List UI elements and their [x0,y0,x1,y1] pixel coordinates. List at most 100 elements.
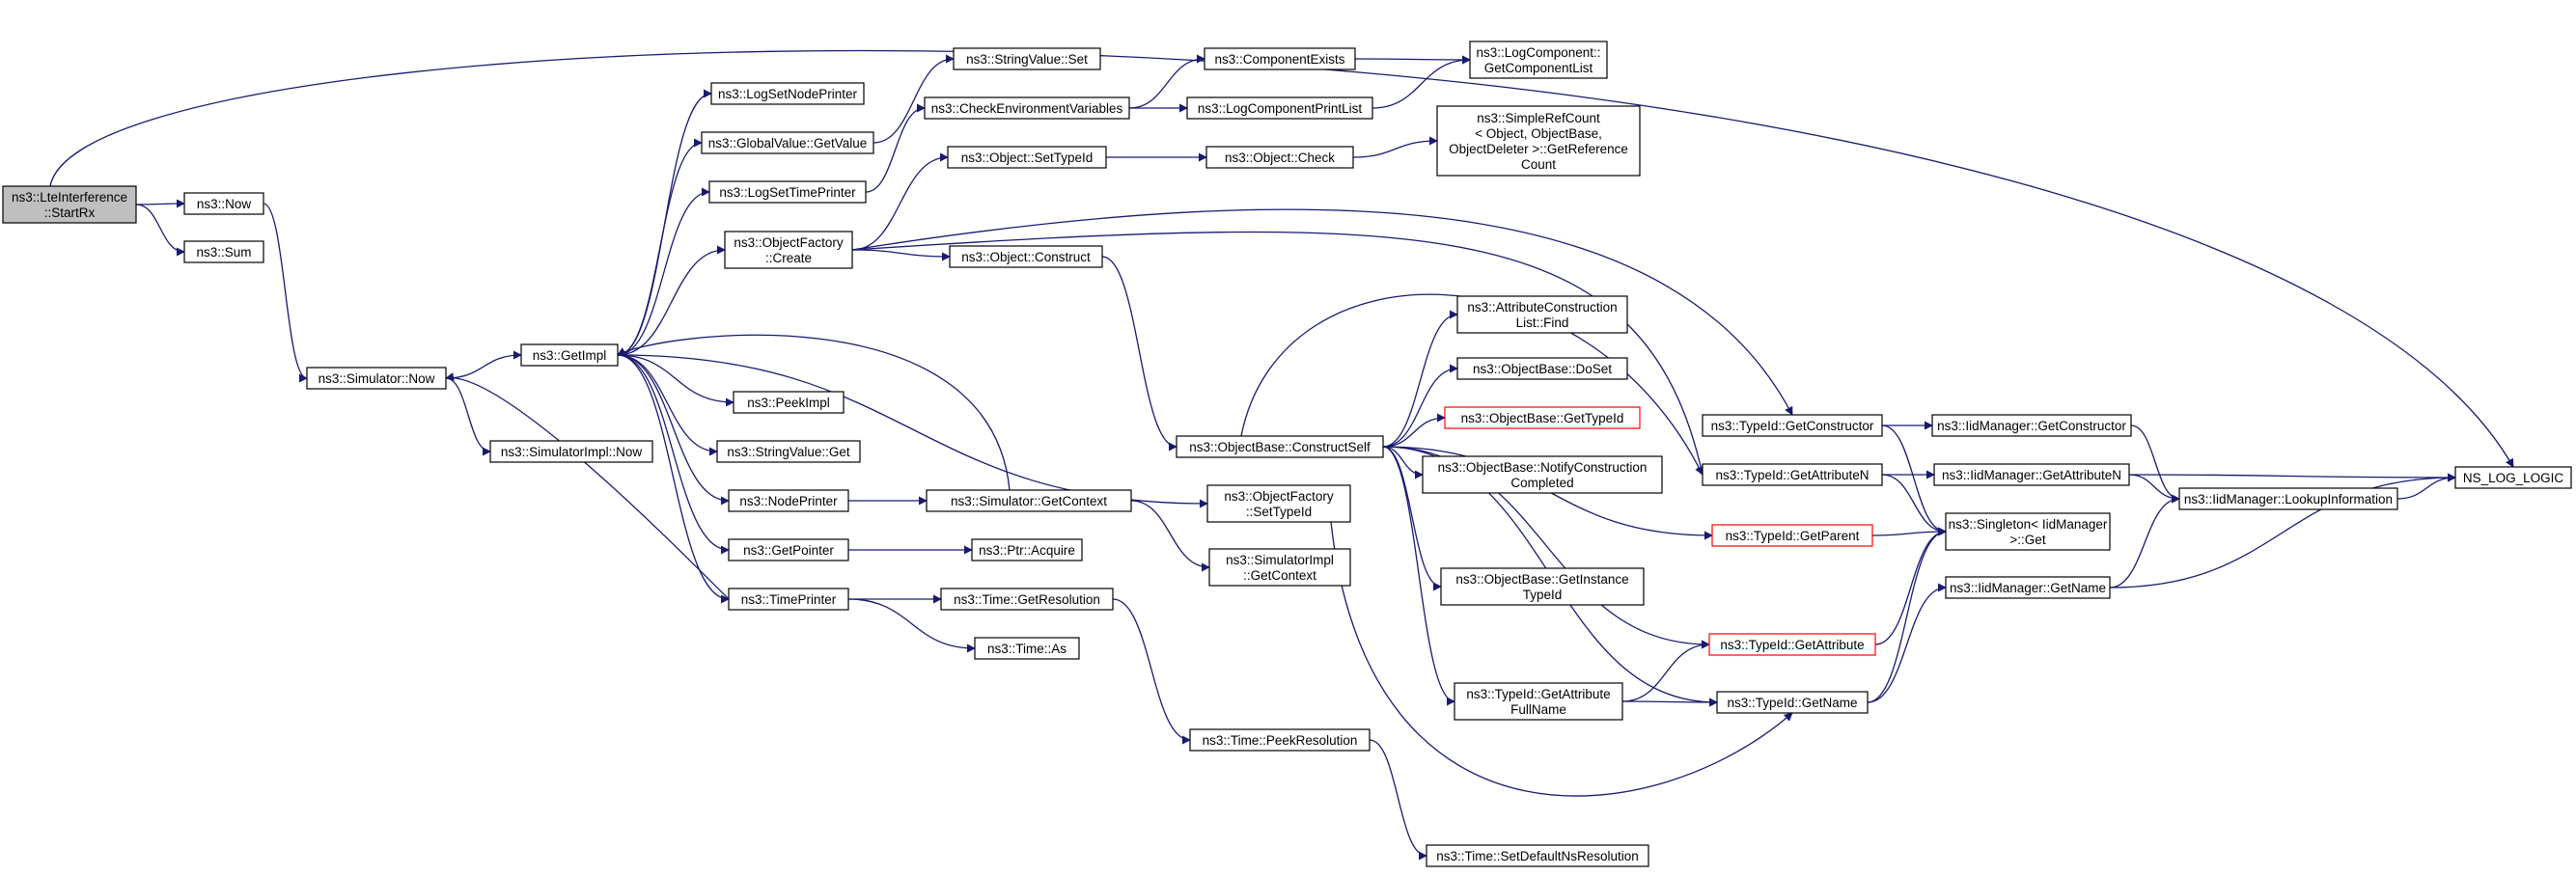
node-lookup[interactable]: ns3::IidManager::LookupInformation [2178,487,2398,510]
node-tidgetctor[interactable]: ns3::TypeId::GetConstructor [1702,414,1883,437]
node-label: ns3::TypeId::GetAttributeN [1715,468,1869,482]
node-notify[interactable]: ns3::ObjectBase::NotifyConstructionCompl… [1422,455,1663,494]
node-nslog[interactable]: NS_LOG_LOGIC [2454,466,2572,489]
node-peekimpl[interactable]: ns3::PeekImpl [733,391,845,414]
node-ptracq[interactable]: ns3::Ptr::Acquire [971,538,1083,561]
node-tidgetname[interactable]: ns3::TypeId::GetName [1716,691,1869,714]
node-label: ns3::TypeId::GetAttribute [1720,638,1864,652]
node-simimplnow[interactable]: ns3::SimulatorImpl::Now [489,440,653,463]
node-box [953,47,1101,70]
node-tidgetattr[interactable]: ns3::TypeId::GetAttribute [1708,633,1876,656]
node-compexists[interactable]: ns3::ComponentExists [1204,47,1356,70]
node-checkenv[interactable]: ns3::CheckEnvironmentVariables [924,96,1130,120]
node-start[interactable]: ns3::LteInterference::StartRx [2,185,137,224]
node-logprint[interactable]: ns3::LogComponentPrintList [1186,96,1373,120]
node-svget[interactable]: ns3::StringValue::Get [716,440,861,463]
node-label: ::SetTypeId [1246,505,1312,519]
node-sum[interactable]: ns3::Sum [183,240,264,263]
node-getcomplist[interactable]: ns3::LogComponent::GetComponentList [1469,41,1608,79]
node-label: ::GetContext [1243,568,1316,583]
node-label: ns3::Time::GetResolution [954,592,1100,607]
edge-start-to-sum [135,204,185,257]
node-label: Count [1521,157,1556,172]
edge-lookup-to-nslog [2396,473,2456,500]
node-settypeid[interactable]: ns3::Object::SetTypeId [947,146,1107,169]
node-box [1716,691,1869,714]
edge-iidgetname-to-lookup [2109,494,2180,589]
edge-peekres-to-setdefres [1369,739,1427,861]
node-ofcreate[interactable]: ns3::ObjectFactory::Create [724,231,853,269]
node-box [183,240,264,263]
node-iidgetattrn[interactable]: ns3::IidManager::GetAttributeN [1933,463,2130,486]
edge-compexists-to-getcomplist [1354,55,1471,65]
node-box [1186,96,1373,120]
node-label: < Object, ObjectBase, [1475,126,1602,141]
node-cself[interactable]: ns3::ObjectBase::ConstructSelf [1176,435,1384,458]
node-label: ns3::Now [197,197,252,211]
node-box [949,245,1103,268]
node-label: ns3::ObjectBase::ConstructSelf [1189,440,1371,454]
node-simpleref[interactable]: ns3::SimpleRefCount< Object, ObjectBase,… [1436,105,1641,177]
node-objcheck[interactable]: ns3::Object::Check [1205,146,1354,169]
node-construct[interactable]: ns3::Object::Construct [949,245,1103,268]
node-label: ns3::SimpleRefCount [1477,111,1600,125]
node-timeprinter[interactable]: ns3::TimePrinter [728,588,849,611]
node-label: ns3::TypeId::GetConstructor [1711,419,1874,433]
node-box [1206,484,1351,523]
node-getpointer[interactable]: ns3::GetPointer [728,538,849,561]
node-box [947,146,1107,169]
edge-tidgetattr-to-singleton [1874,527,1947,645]
node-tidgetattrn[interactable]: ns3::TypeId::GetAttributeN [1702,463,1883,486]
node-label: List::Find [1516,315,1569,330]
node-doset[interactable]: ns3::ObjectBase::DoSet [1456,357,1628,380]
node-setdefres[interactable]: ns3::Time::SetDefaultNsResolution [1426,844,1649,867]
node-box [1436,105,1641,177]
node-obgettid[interactable]: ns3::ObjectBase::GetTypeId [1444,406,1641,429]
edge-getimpl-to-logtime [617,187,710,356]
node-singleton[interactable]: ns3::Singleton< IidManager>::Get [1945,512,2111,551]
node-ofsettid[interactable]: ns3::ObjectFactory::SetTypeId [1206,484,1351,523]
node-iidgetctor[interactable]: ns3::IidManager::GetConstructor [1931,414,2132,437]
node-box [1933,463,2130,486]
node-box [728,588,849,611]
edge-timeprinter-to-timeas [847,598,976,653]
node-svset[interactable]: ns3::StringValue::Set [953,47,1101,70]
node-label: ns3::TypeId::GetParent [1726,529,1860,543]
node-now[interactable]: ns3::Now [183,192,264,215]
node-label: ns3::TypeId::GetAttribute [1466,687,1610,701]
node-box [724,231,853,269]
node-label: Completed [1510,476,1573,490]
edge-logprint-to-getcomplist [1371,55,1471,109]
node-gvget[interactable]: ns3::GlobalValue::GetValue [701,131,874,154]
node-timeas[interactable]: ns3::Time::As [974,637,1080,660]
node-label: ns3::IidManager::GetAttributeN [1942,468,2121,482]
edge-cself-to-obgettid [1382,413,1446,448]
node-simgetctx[interactable]: ns3::Simulator::GetContext [926,489,1132,512]
edge-getimpl-to-peekimpl [617,354,734,407]
node-label: TypeId [1523,588,1563,602]
node-tidgetparent[interactable]: ns3::TypeId::GetParent [1711,524,1873,547]
node-simnow[interactable]: ns3::Simulator::Now [306,367,447,390]
edge-objcheck-to-simpleref [1352,136,1438,158]
node-label: ns3::NodePrinter [739,494,838,508]
edge-now-to-simnow [263,203,308,383]
node-box [926,489,1132,512]
node-simimplctx[interactable]: ns3::SimulatorImpl::GetContext [1208,548,1351,587]
node-logtime[interactable]: ns3::LogSetTimePrinter [708,180,867,204]
node-box [701,131,874,154]
node-getres[interactable]: ns3::Time::GetResolution [940,588,1114,611]
node-getimpl[interactable]: ns3::GetImpl [520,343,619,367]
node-label: ns3::Sum [196,245,251,260]
call-edges [49,49,2514,861]
node-peekres[interactable]: ns3::Time::PeekResolution [1189,728,1371,752]
node-box [940,588,1114,611]
node-nodeprinter[interactable]: ns3::NodePrinter [728,489,849,512]
edge-cself-to-doset [1382,364,1458,448]
node-iidgetname[interactable]: ns3::IidManager::GetName [1945,576,2111,599]
node-label: ns3::LogComponentPrintList [1198,101,1363,116]
node-box [1208,548,1351,587]
node-lognode[interactable]: ns3::LogSetNodePrinter [710,82,865,105]
